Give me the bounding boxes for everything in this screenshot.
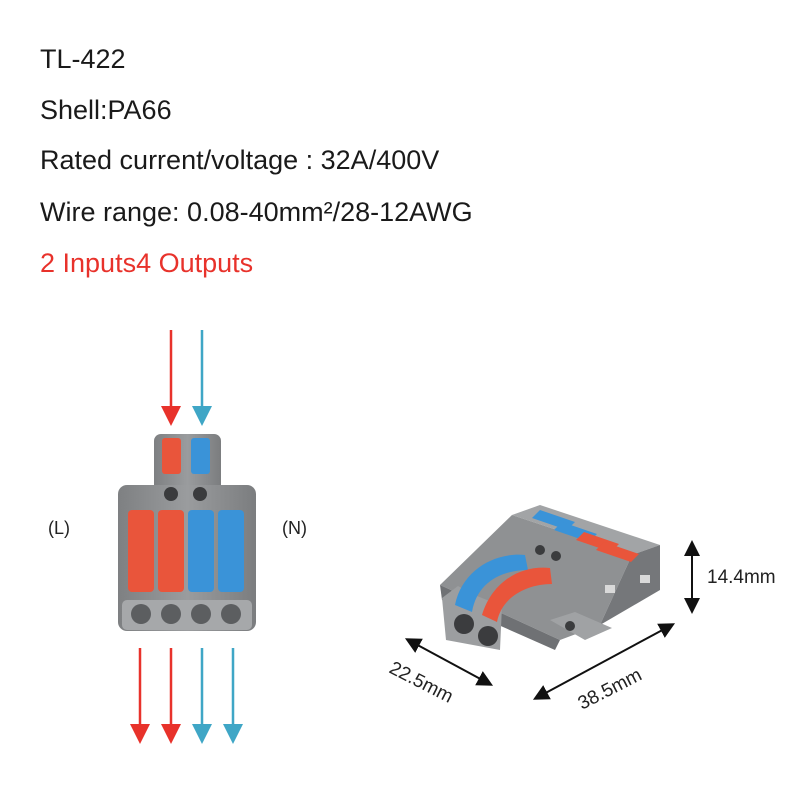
connector-perspective-view (440, 505, 660, 650)
wire-range: Wire range: 0.08-40mm²/28-12AWG (40, 197, 473, 227)
live-label: (L) (48, 518, 70, 538)
dimension-width-label: 22.5mm (386, 658, 457, 708)
io-count: 2 Inputs4 Outputs (40, 248, 254, 278)
shell-material: Shell:PA66 (40, 95, 172, 125)
neutral-label: (N) (282, 518, 307, 538)
output-arrows (130, 648, 243, 744)
rated-current-voltage: Rated current/voltage : 32A/400V (40, 145, 440, 175)
input-arrows (161, 330, 212, 426)
dimension-height-label: 14.4mm (707, 567, 776, 588)
model-title: TL-422 (40, 44, 126, 74)
connector-front-view (118, 434, 256, 631)
dimension-arrows (404, 540, 700, 700)
